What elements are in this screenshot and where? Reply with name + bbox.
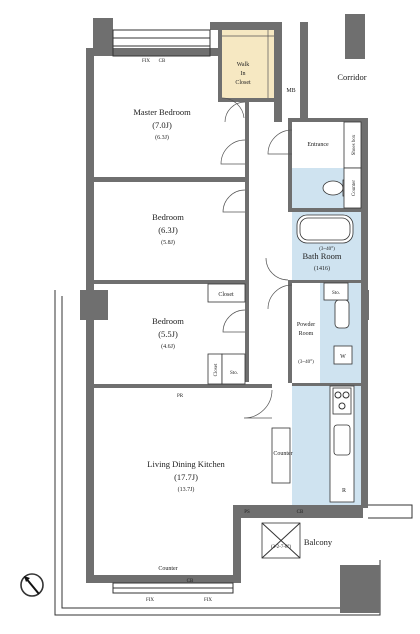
label-bedroom-3-j: (5.5J) — [158, 329, 178, 339]
label-shoes-box: Shoes box — [352, 134, 357, 155]
label-counter-island: Counter — [273, 451, 292, 457]
label-fix-bottom-2: FIX — [204, 598, 212, 603]
label-powder: Powder — [297, 322, 315, 328]
label-mb: MB — [286, 88, 295, 94]
label-sto-bedroom3: Sto. — [230, 371, 238, 376]
interior-walls — [94, 30, 361, 388]
label-ps: PS — [244, 510, 250, 515]
label-hp: (3-2-7-8°) — [271, 545, 292, 550]
label-sto-powder: Sto. — [332, 291, 340, 296]
label-entrance: Entrance — [307, 142, 329, 148]
storage-powder — [323, 282, 349, 301]
label-bedroom-2-sub: (5.8J) — [161, 239, 175, 246]
label-fix-top: FIX — [142, 59, 150, 64]
top-window — [112, 29, 211, 57]
label-closet-bedroom3: Closet — [214, 363, 219, 376]
storage-bedroom3 — [221, 353, 246, 385]
label-master-bedroom-sub: (6.3J) — [155, 134, 169, 141]
label-powder-room: Room — [299, 331, 314, 337]
washbasin-icon — [334, 299, 350, 329]
island-counter — [271, 427, 291, 484]
north-arrow-icon — [20, 573, 44, 597]
label-cb-bottom: CB — [187, 579, 194, 584]
exterior-walls — [86, 22, 368, 583]
bottom-window — [112, 582, 234, 594]
label-ldk-j: (17.7J) — [174, 472, 198, 482]
label-bath: Bath Room — [303, 251, 342, 261]
label-pr: PR — [177, 394, 184, 399]
label-bath-dim: (3~40°) — [319, 247, 335, 252]
column-bottom-right — [340, 565, 380, 613]
column-top-right — [345, 14, 365, 59]
label-balcony: Balcony — [304, 537, 333, 547]
label-cb-balcony: CB — [297, 510, 304, 515]
label-r: R — [342, 488, 346, 494]
label-bedroom-3-sub: (4.6J) — [161, 343, 175, 350]
column-top-left — [93, 18, 113, 48]
label-bedroom-2-j: (6.3J) — [158, 225, 178, 235]
kitchen-sink-icon — [333, 424, 351, 456]
counter-entrance — [343, 167, 362, 209]
washing-machine-icon — [333, 345, 353, 365]
label-bedroom-2: Bedroom — [152, 212, 184, 222]
column-mid-left — [80, 290, 108, 320]
label-master-bedroom-j: (7.0J) — [152, 120, 172, 130]
label-ldk-sub: (13.7J) — [178, 486, 195, 493]
label-powder-dim: (3~40°) — [298, 360, 314, 365]
label-w: W — [340, 354, 346, 360]
label-closet-wic: Closet — [235, 80, 251, 86]
label-counter-entrance: Counter — [352, 180, 357, 196]
label-ldk: Living Dining Kitchen — [147, 459, 225, 469]
label-in: In — [241, 71, 246, 77]
label-cb-top: CB — [159, 59, 166, 64]
label-counter-bottom: Counter — [158, 566, 177, 572]
doors — [220, 97, 293, 419]
label-bath-size: (1416) — [314, 265, 330, 272]
label-corridor: Corridor — [337, 72, 366, 82]
label-master-bedroom: Master Bedroom — [133, 107, 191, 117]
walk-in-closet-area — [222, 30, 274, 98]
label-bedroom-3: Bedroom — [152, 316, 184, 326]
stove-icon — [332, 387, 352, 415]
label-walk: Walk — [237, 62, 250, 68]
label-closet-bedroom2: Closet — [218, 292, 234, 298]
closet-bedroom2 — [207, 283, 246, 303]
toilet-icon — [322, 180, 344, 196]
label-fix-bottom-1: FIX — [146, 598, 154, 603]
